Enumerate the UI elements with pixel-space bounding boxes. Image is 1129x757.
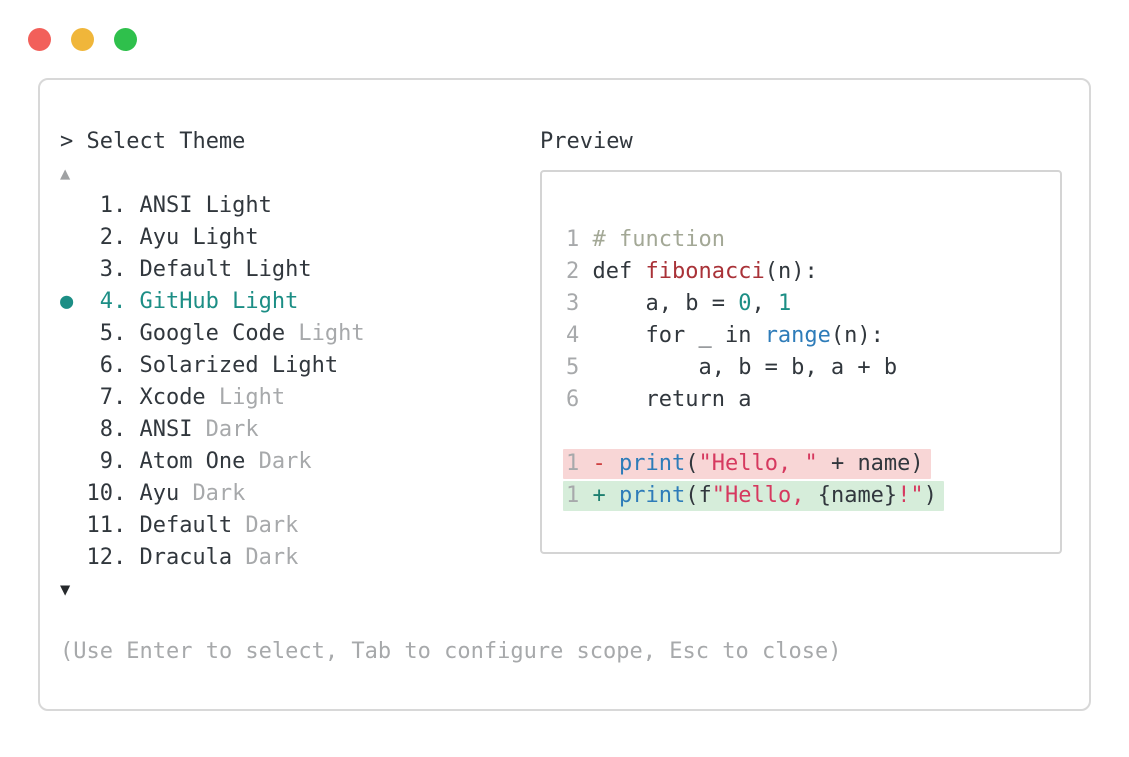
item-variant: Dark	[192, 481, 246, 506]
item-name: Dracula	[139, 545, 233, 570]
selected-bullet-icon: ●	[60, 289, 74, 314]
item-number: 9.	[99, 449, 127, 474]
item-number: 6.	[99, 353, 127, 378]
theme-item[interactable]: 5. Google Code Light	[60, 318, 540, 350]
theme-item[interactable]: 7. Xcode Light	[60, 382, 540, 414]
item-number: 3.	[99, 257, 127, 282]
selected-bullet-icon	[60, 318, 86, 350]
selected-bullet-icon	[60, 350, 86, 382]
item-name: Solarized	[139, 353, 259, 378]
item-number: 11.	[86, 513, 127, 538]
close-window-button[interactable]	[28, 27, 51, 51]
theme-item[interactable]: 12. Dracula Dark	[60, 542, 540, 574]
item-name: GitHub	[139, 289, 219, 314]
preview-label: Preview	[540, 129, 633, 154]
item-variant: Light	[245, 257, 312, 282]
scroll-down-icon[interactable]: ▼	[60, 580, 71, 600]
item-variant: Light	[232, 289, 299, 314]
code-line: 6 return a	[566, 387, 752, 412]
preview-pane: 1 # function 2 def fibonacci(n): 3 a, b = …	[540, 170, 1062, 554]
theme-item[interactable]: ● 4. GitHub Light	[60, 286, 540, 318]
item-number: 4.	[99, 289, 127, 314]
item-variant: Light	[192, 225, 259, 250]
theme-item[interactable]: 11. Default Dark	[60, 510, 540, 542]
code-line: 4 for _ in range(n):	[566, 323, 884, 348]
minimize-window-button[interactable]	[71, 27, 94, 51]
prompt-chevron-icon: >	[60, 129, 74, 154]
theme-item[interactable]: 2. Ayu Light	[60, 222, 540, 254]
selected-bullet-icon	[60, 510, 86, 542]
item-number: 1.	[99, 193, 127, 218]
item-name: ANSI	[139, 193, 193, 218]
item-number: 10.	[86, 481, 127, 506]
item-name: Ayu	[139, 481, 180, 506]
zoom-window-button[interactable]	[114, 27, 137, 51]
item-variant: Light	[218, 385, 286, 410]
selected-bullet-icon	[60, 222, 86, 254]
theme-item[interactable]: 9. Atom One Dark	[60, 446, 540, 478]
selector-title: Select Theme	[86, 129, 246, 154]
diff-added-line: 1 + print(f"Hello, {name}!")	[563, 481, 944, 511]
code-line	[566, 416, 1050, 448]
item-number: 8.	[99, 417, 127, 442]
item-name: Atom One	[139, 449, 246, 474]
selected-bullet-icon	[60, 478, 86, 510]
item-name: Xcode	[139, 385, 206, 410]
item-variant: Dark	[245, 545, 299, 570]
selected-bullet-icon	[60, 254, 86, 286]
item-number: 12.	[86, 545, 127, 570]
theme-item[interactable]: 10. Ayu Dark	[60, 478, 540, 510]
theme-item[interactable]: 3. Default Light	[60, 254, 540, 286]
code-line: 5 a, b = b, a + b	[566, 355, 898, 380]
selector-prompt: > Select Theme	[60, 126, 540, 158]
selected-bullet-icon	[60, 542, 86, 574]
item-name: Default	[139, 513, 233, 538]
item-name: Default	[139, 257, 233, 282]
diff-removed-line: 1 - print("Hello, " + name)	[563, 449, 931, 479]
item-variant: Dark	[245, 513, 299, 538]
theme-item[interactable]: 6. Solarized Light	[60, 350, 540, 382]
code-line: 1 - print("Hello, " + name)	[563, 448, 1050, 480]
theme-item[interactable]: 1. ANSI Light	[60, 190, 540, 222]
selected-bullet-icon	[60, 382, 86, 414]
preview-column: Preview 1 # function 2 def fibonacci(n): 3…	[540, 126, 1063, 606]
item-variant: Light	[271, 353, 339, 378]
selected-bullet-icon	[60, 190, 86, 222]
scroll-up-icon[interactable]: ▲	[60, 164, 71, 184]
theme-item[interactable]: 8. ANSI Dark	[60, 414, 540, 446]
item-name: Google Code	[139, 321, 286, 346]
item-variant: Dark	[205, 417, 259, 442]
code-line: 2 def fibonacci(n):	[566, 259, 818, 284]
item-variant: Light	[205, 193, 272, 218]
item-number: 7.	[99, 385, 127, 410]
item-variant: Light	[298, 321, 365, 346]
code-sample: 1 # function 2 def fibonacci(n): 3 a, b = …	[563, 224, 1050, 512]
item-number: 2.	[99, 225, 127, 250]
code-line: 1 + print(f"Hello, {name}!")	[563, 480, 1050, 512]
item-name: Ayu	[139, 225, 180, 250]
selected-bullet-icon	[60, 414, 86, 446]
code-line: 3 a, b = 0, 1	[566, 291, 792, 316]
code-line: 1 # function	[566, 227, 725, 252]
window-controls	[28, 27, 1129, 51]
item-variant: Dark	[258, 449, 312, 474]
item-number: 5.	[99, 321, 127, 346]
keyboard-hint: (Use Enter to select, Tab to configure s…	[60, 639, 842, 664]
selected-bullet-icon	[60, 446, 86, 478]
item-name: ANSI	[139, 417, 193, 442]
